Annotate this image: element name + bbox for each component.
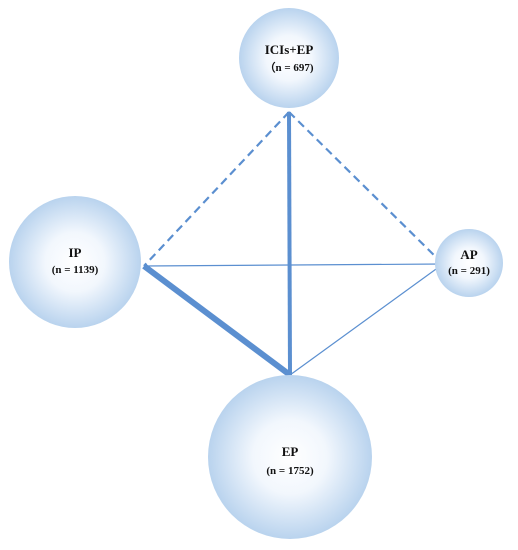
node-ep: EP (n = 1752) <box>208 375 372 539</box>
node-circle <box>9 196 141 328</box>
node-count: (n = 1139) <box>52 264 99 276</box>
edge-ap-to-ep <box>289 263 444 376</box>
edge-ici-ep-to-ap <box>288 111 444 265</box>
edge-ip-to-ap <box>143 263 444 267</box>
node-circle <box>435 229 503 297</box>
node-title: IP <box>69 245 82 260</box>
edge-ici-ep-to-ip <box>143 111 290 267</box>
node-title: AP <box>460 247 477 262</box>
node-count: （n = 697) <box>264 61 313 74</box>
node-title: EP <box>282 444 299 459</box>
node-count: (n = 1752) <box>266 465 314 477</box>
node-layer: ICIs+EP （n = 697) IP (n = 1139) AP (n = … <box>9 8 503 539</box>
edge-layer <box>142 111 444 378</box>
node-ap: AP (n = 291) <box>435 229 503 297</box>
node-ici-ep: ICIs+EP （n = 697) <box>239 8 339 108</box>
node-count: (n = 291) <box>448 265 490 277</box>
edge-ici-ep-to-ep <box>287 111 292 376</box>
edge-ip-to-ep <box>142 263 292 378</box>
node-title: ICIs+EP <box>265 42 314 57</box>
node-ip: IP (n = 1139) <box>9 196 141 328</box>
node-circle <box>239 8 339 108</box>
node-circle <box>208 375 372 539</box>
